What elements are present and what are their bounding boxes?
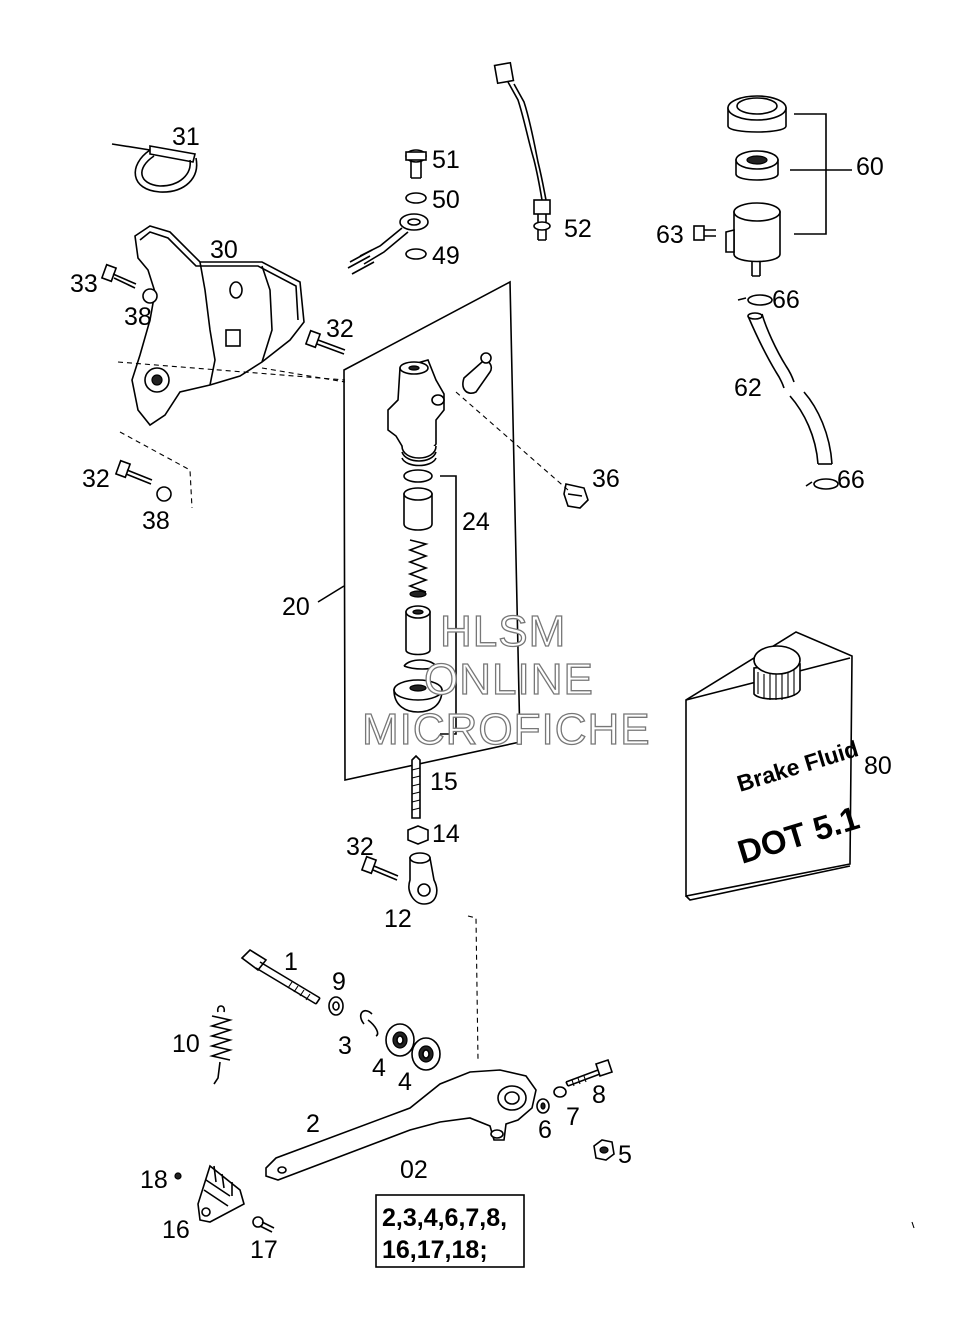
banjo-bolt-part (405, 149, 427, 179)
pivot-bolt-part (240, 948, 321, 1005)
washer-50-part (405, 192, 427, 204)
banjo-fitting-part (347, 213, 429, 275)
callout-16: 16 (162, 1216, 190, 1244)
reservoir-cap-part (727, 95, 787, 133)
callout-60: 60 (856, 153, 884, 181)
callout-17: 17 (250, 1236, 278, 1264)
bolt-33-part (100, 263, 158, 304)
callout-63: 63 (656, 221, 684, 249)
callout-02: 02 (400, 1156, 428, 1184)
bearing-4b-part (411, 1037, 441, 1071)
bolt-32-left-part (114, 459, 172, 502)
callout-51: 51 (432, 146, 460, 174)
callout-15: 15 (430, 768, 458, 796)
reservoir-bracket-line (790, 113, 852, 235)
screw-17-part (252, 1216, 275, 1233)
cable-tie-part (111, 143, 198, 193)
kit-contents-box (375, 1194, 525, 1268)
washer-49-part (405, 248, 427, 260)
washer-7-part (553, 1086, 567, 1098)
callout-31: 31 (172, 123, 200, 151)
clamp-66-lower-part (805, 478, 839, 490)
watermark-line-1: HLSM (440, 607, 566, 656)
washer-9-part (328, 996, 344, 1016)
callout-38-upper: 38 (124, 303, 152, 331)
dust-boot-part (393, 679, 443, 713)
callout-9: 9 (332, 968, 346, 996)
heat-guard-part (131, 225, 305, 427)
nut-18-part (174, 1172, 182, 1180)
callout-6: 6 (538, 1116, 552, 1144)
callout-5: 5 (618, 1141, 632, 1169)
o-ring-part (403, 469, 433, 483)
callout-1: 1 (284, 948, 298, 976)
push-rod-part (411, 754, 421, 819)
callout-24: 24 (462, 508, 490, 536)
callout-8: 8 (592, 1081, 606, 1109)
piston-part (405, 605, 431, 656)
callout-14: 14 (432, 820, 460, 848)
seal-sleeve-part (403, 487, 433, 531)
kit-contents-line-2: 16,17,18; (382, 1236, 488, 1264)
bolt-32-lower-part (360, 855, 399, 881)
master-cylinder-frame (343, 280, 521, 781)
callout-66-lower: 66 (837, 466, 865, 494)
callout-33: 33 (70, 270, 98, 298)
hose-part (747, 312, 833, 465)
brake-fluid-can-part: Brake Fluid DOT 5.1 (685, 631, 863, 901)
callout-80: 80 (864, 752, 892, 780)
bolt-32-upper-part (304, 329, 346, 355)
plug-36-part (563, 483, 589, 509)
watermark-line-2: ONLINE (424, 655, 594, 704)
reservoir-body-part (725, 202, 781, 277)
watermark: HLSM ONLINE MICROFICHE (361, 606, 651, 754)
nut-14-part (407, 825, 429, 845)
callout-20: 20 (282, 593, 310, 621)
callout-4-right: 4 (398, 1068, 412, 1096)
circlip-3-part (359, 1009, 379, 1037)
spacer-6-part (536, 1098, 550, 1114)
spring-part (407, 539, 429, 598)
bearing-4a-part (385, 1023, 415, 1057)
callout-36: 36 (592, 465, 620, 493)
callout-32-lower: 32 (346, 833, 374, 861)
callout-18: 18 (140, 1166, 168, 1194)
callout-32-left: 32 (82, 465, 110, 493)
return-spring-part (209, 1005, 233, 1085)
clevis-part (408, 852, 438, 905)
callout-30: 30 (210, 236, 238, 264)
brake-pedal-part (265, 1069, 537, 1181)
reservoir-diaphragm-part (735, 150, 779, 181)
callout-3: 3 (338, 1032, 352, 1060)
nut-5-part (593, 1139, 615, 1161)
callout-2: 2 (306, 1110, 320, 1138)
reservoir-elbow-part (462, 352, 493, 394)
callout-50: 50 (432, 186, 460, 214)
callout-38-lower: 38 (142, 507, 170, 535)
callout-7: 7 (566, 1103, 580, 1131)
callout-10: 10 (172, 1030, 200, 1058)
screw-63-part (693, 225, 716, 241)
circlip-part (403, 659, 438, 670)
callout-66-upper: 66 (772, 286, 800, 314)
kit-24-bracket (440, 475, 457, 735)
callout-12: 12 (384, 905, 412, 933)
master-cylinder-body-part (387, 359, 445, 467)
callout-32-upper: 32 (326, 315, 354, 343)
callout-4-left: 4 (372, 1054, 386, 1082)
watermark-line-3: MICROFICHE (362, 705, 651, 754)
bolt-8-part (565, 1058, 614, 1087)
brake-switch-part (493, 61, 551, 241)
callout-62: 62 (734, 374, 762, 402)
callout-52: 52 (564, 215, 592, 243)
clamp-66-upper-part (737, 294, 773, 306)
kit-contents-line-1: 2,3,4,6,7,8, (382, 1204, 507, 1232)
callout-49: 49 (432, 242, 460, 270)
pedal-tip-part (197, 1164, 245, 1223)
